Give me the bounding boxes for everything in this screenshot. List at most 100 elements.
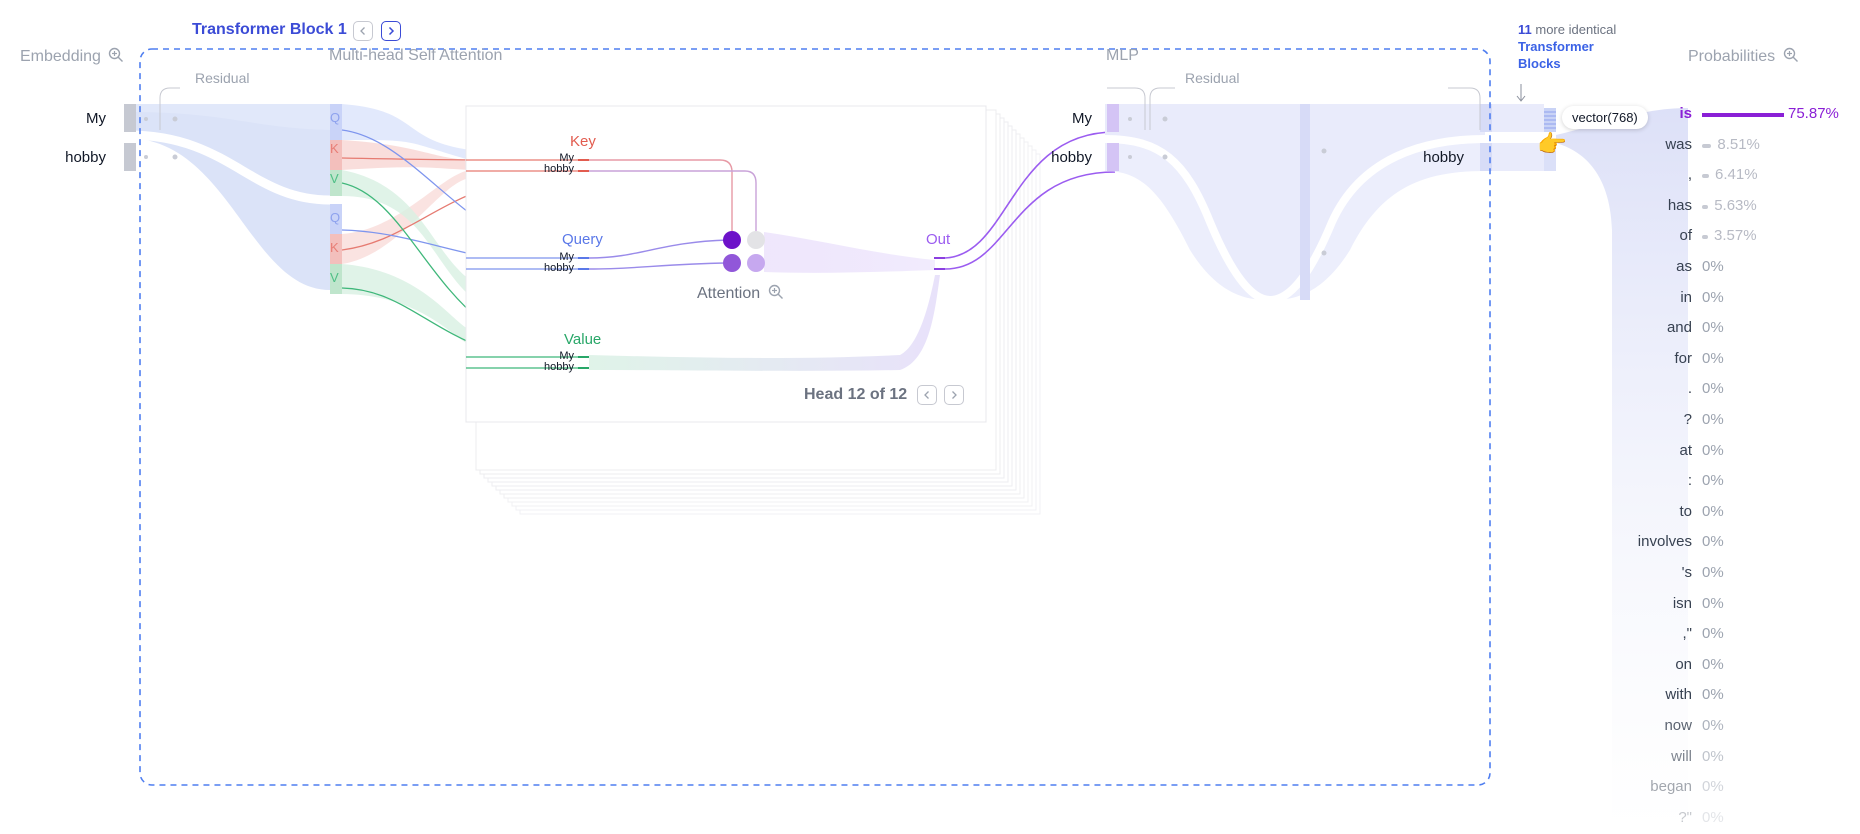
zoom-in-icon[interactable]: [768, 284, 784, 300]
output-token-label: hobby: [1423, 149, 1464, 166]
probabilities-flow: [1556, 108, 1688, 832]
probability-value: 0%: [1702, 778, 1724, 796]
probability-value: 0%: [1702, 747, 1724, 765]
probability-value: 6.41%: [1715, 166, 1758, 184]
more-blocks-link[interactable]: Transformer Blocks: [1518, 39, 1594, 71]
mlp-flow: [1105, 104, 1485, 300]
probability-row[interactable]: of 3.57%: [1540, 222, 1860, 252]
probability-value: 0%: [1702, 594, 1724, 612]
probability-word: :: [1687, 472, 1692, 490]
embedding-flow: [128, 104, 330, 290]
probability-word: and: [1666, 319, 1692, 337]
token-label: hobby: [65, 149, 106, 166]
probability-value: 0%: [1702, 349, 1724, 367]
probability-row[interactable]: , 6.41%: [1540, 161, 1860, 191]
residual-label: Residual: [195, 70, 250, 86]
chevron-right-icon: [388, 26, 395, 36]
probability-word: for: [1674, 349, 1692, 367]
prev-head-button[interactable]: [917, 385, 937, 405]
v-label: V: [330, 270, 339, 285]
value-label: Value: [564, 331, 602, 348]
k-label: K: [330, 141, 339, 156]
attention-section-title: Multi-head Self Attention: [329, 47, 503, 64]
probability-word: involves: [1637, 533, 1692, 551]
probability-value: 0%: [1702, 319, 1724, 337]
probability-row[interactable]: as 0%: [1540, 253, 1860, 283]
mlp-section-title: MLP: [1106, 47, 1139, 64]
token-label: hobby: [544, 163, 574, 175]
probability-value: 0%: [1702, 411, 1724, 428]
probability-word: now: [1664, 717, 1692, 734]
probability-word: 's: [1681, 564, 1692, 581]
probability-value: 8.51%: [1717, 135, 1760, 153]
chevron-right-icon: [952, 391, 957, 399]
transformer-block-frame: [139, 48, 1491, 786]
probability-row[interactable]: now 0%: [1540, 712, 1860, 742]
probability-row[interactable]: 's 0%: [1540, 559, 1860, 589]
probabilities-title: Probabilities: [1688, 47, 1799, 66]
probability-bar: [1702, 204, 1709, 209]
token-label: My: [86, 110, 106, 127]
value-token-labels: My hobby: [528, 351, 574, 373]
probability-row[interactable]: and 0%: [1540, 314, 1860, 344]
probability-value: 0%: [1702, 380, 1724, 398]
embedding-title: Embedding: [20, 47, 124, 66]
probability-value: 3.57%: [1714, 227, 1757, 245]
probability-row[interactable]: ?0%: [1540, 406, 1860, 436]
probability-value: 0%: [1702, 258, 1724, 275]
probability-value: 5.63%: [1714, 196, 1757, 214]
probability-value: 0%: [1702, 717, 1724, 734]
probability-bar: [1702, 174, 1710, 179]
key-label: Key: [570, 133, 596, 150]
probability-row[interactable]: .0%: [1540, 375, 1860, 405]
probability-word: ,: [1687, 166, 1692, 184]
probability-value: 0%: [1702, 686, 1724, 704]
attention-title: Attention: [697, 284, 784, 303]
q-label: Q: [330, 210, 341, 225]
probability-value: 0%: [1702, 288, 1724, 306]
transformer-block-title: Transformer Block 1: [192, 21, 347, 38]
token-label: hobby: [544, 361, 574, 373]
q-label: Q: [330, 110, 341, 125]
out-label: Out: [926, 231, 951, 248]
mlp-token-label: My: [1072, 110, 1092, 127]
token-label: hobby: [544, 262, 574, 274]
probability-row[interactable]: ,"0%: [1540, 620, 1860, 650]
probability-row[interactable]: :0%: [1540, 467, 1860, 497]
zoom-in-icon[interactable]: [1783, 47, 1799, 63]
next-head-button[interactable]: [944, 385, 964, 405]
token-label: My: [559, 152, 574, 164]
next-block-button[interactable]: [381, 21, 401, 41]
zoom-in-icon[interactable]: [108, 47, 124, 63]
probability-value: 0%: [1702, 502, 1724, 520]
chevron-left-icon: [924, 391, 929, 399]
attention-label: Attention: [697, 285, 761, 302]
key-token-labels: My hobby: [528, 153, 574, 175]
query-token-labels: My hobby: [528, 252, 574, 274]
probability-word: as: [1676, 258, 1692, 275]
probability-row[interactable]: for 0%: [1540, 345, 1860, 375]
probability-word: is: [1679, 105, 1692, 122]
probability-word: of: [1679, 227, 1692, 245]
probability-word: ?": [1678, 808, 1692, 826]
head-card-stack: [465, 105, 1041, 515]
v-label: V: [330, 171, 339, 186]
head-footer: Head 12 of 12: [804, 386, 908, 403]
probability-row[interactable]: ?"0%: [1540, 804, 1860, 834]
probability-value: 0%: [1702, 564, 1724, 581]
probability-word: on: [1675, 655, 1692, 673]
prev-block-button[interactable]: [353, 21, 373, 41]
